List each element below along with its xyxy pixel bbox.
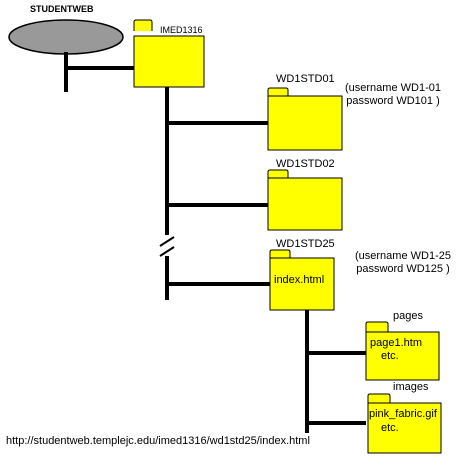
- folder-label-imed1316: IMED1316: [160, 25, 203, 35]
- credentials-username: (username WD1-01: [345, 82, 441, 94]
- server-label: STUDENTWEB: [30, 4, 94, 14]
- folder-icon-imed1316: [133, 19, 205, 88]
- folder-label-wd1std25: WD1STD25: [276, 238, 335, 250]
- tree-connectors: [64, 52, 366, 433]
- folder-label-wd1std02: WD1STD02: [276, 158, 335, 170]
- folder-icon-pages: [365, 321, 440, 381]
- line-break-marks: [159, 236, 175, 257]
- file-etc: etc.: [381, 350, 399, 362]
- file-pink-fabric-gif: pink_fabric.gif: [369, 408, 437, 420]
- credentials-username: (username WD1-25: [355, 250, 451, 262]
- file-index-html: index.html: [274, 274, 325, 286]
- folder-label-pages: pages: [393, 310, 423, 322]
- folder-icon-images: [367, 393, 442, 454]
- url-caption: http://studentweb.templejc.edu/imed1316/…: [6, 435, 310, 447]
- credentials-password: password WD125 ): [356, 263, 450, 275]
- folder-icon-wd1std02: [267, 169, 343, 231]
- credentials-wd1std01: (username WD1-01 password WD101 ): [345, 82, 441, 108]
- server-disk-icon: [8, 19, 124, 55]
- file-page1-htm: page1.htm: [370, 337, 422, 349]
- credentials-password: password WD101 ): [346, 95, 440, 107]
- folder-label-wd1std01: WD1STD01: [276, 73, 335, 85]
- folder-icon-wd1std25: [269, 249, 335, 311]
- folder-label-images: images: [393, 381, 429, 393]
- file-etc: etc.: [381, 422, 399, 434]
- credentials-wd1std25: (username WD1-25 password WD125 ): [355, 250, 451, 276]
- folder-icon-wd1std01: [267, 87, 343, 151]
